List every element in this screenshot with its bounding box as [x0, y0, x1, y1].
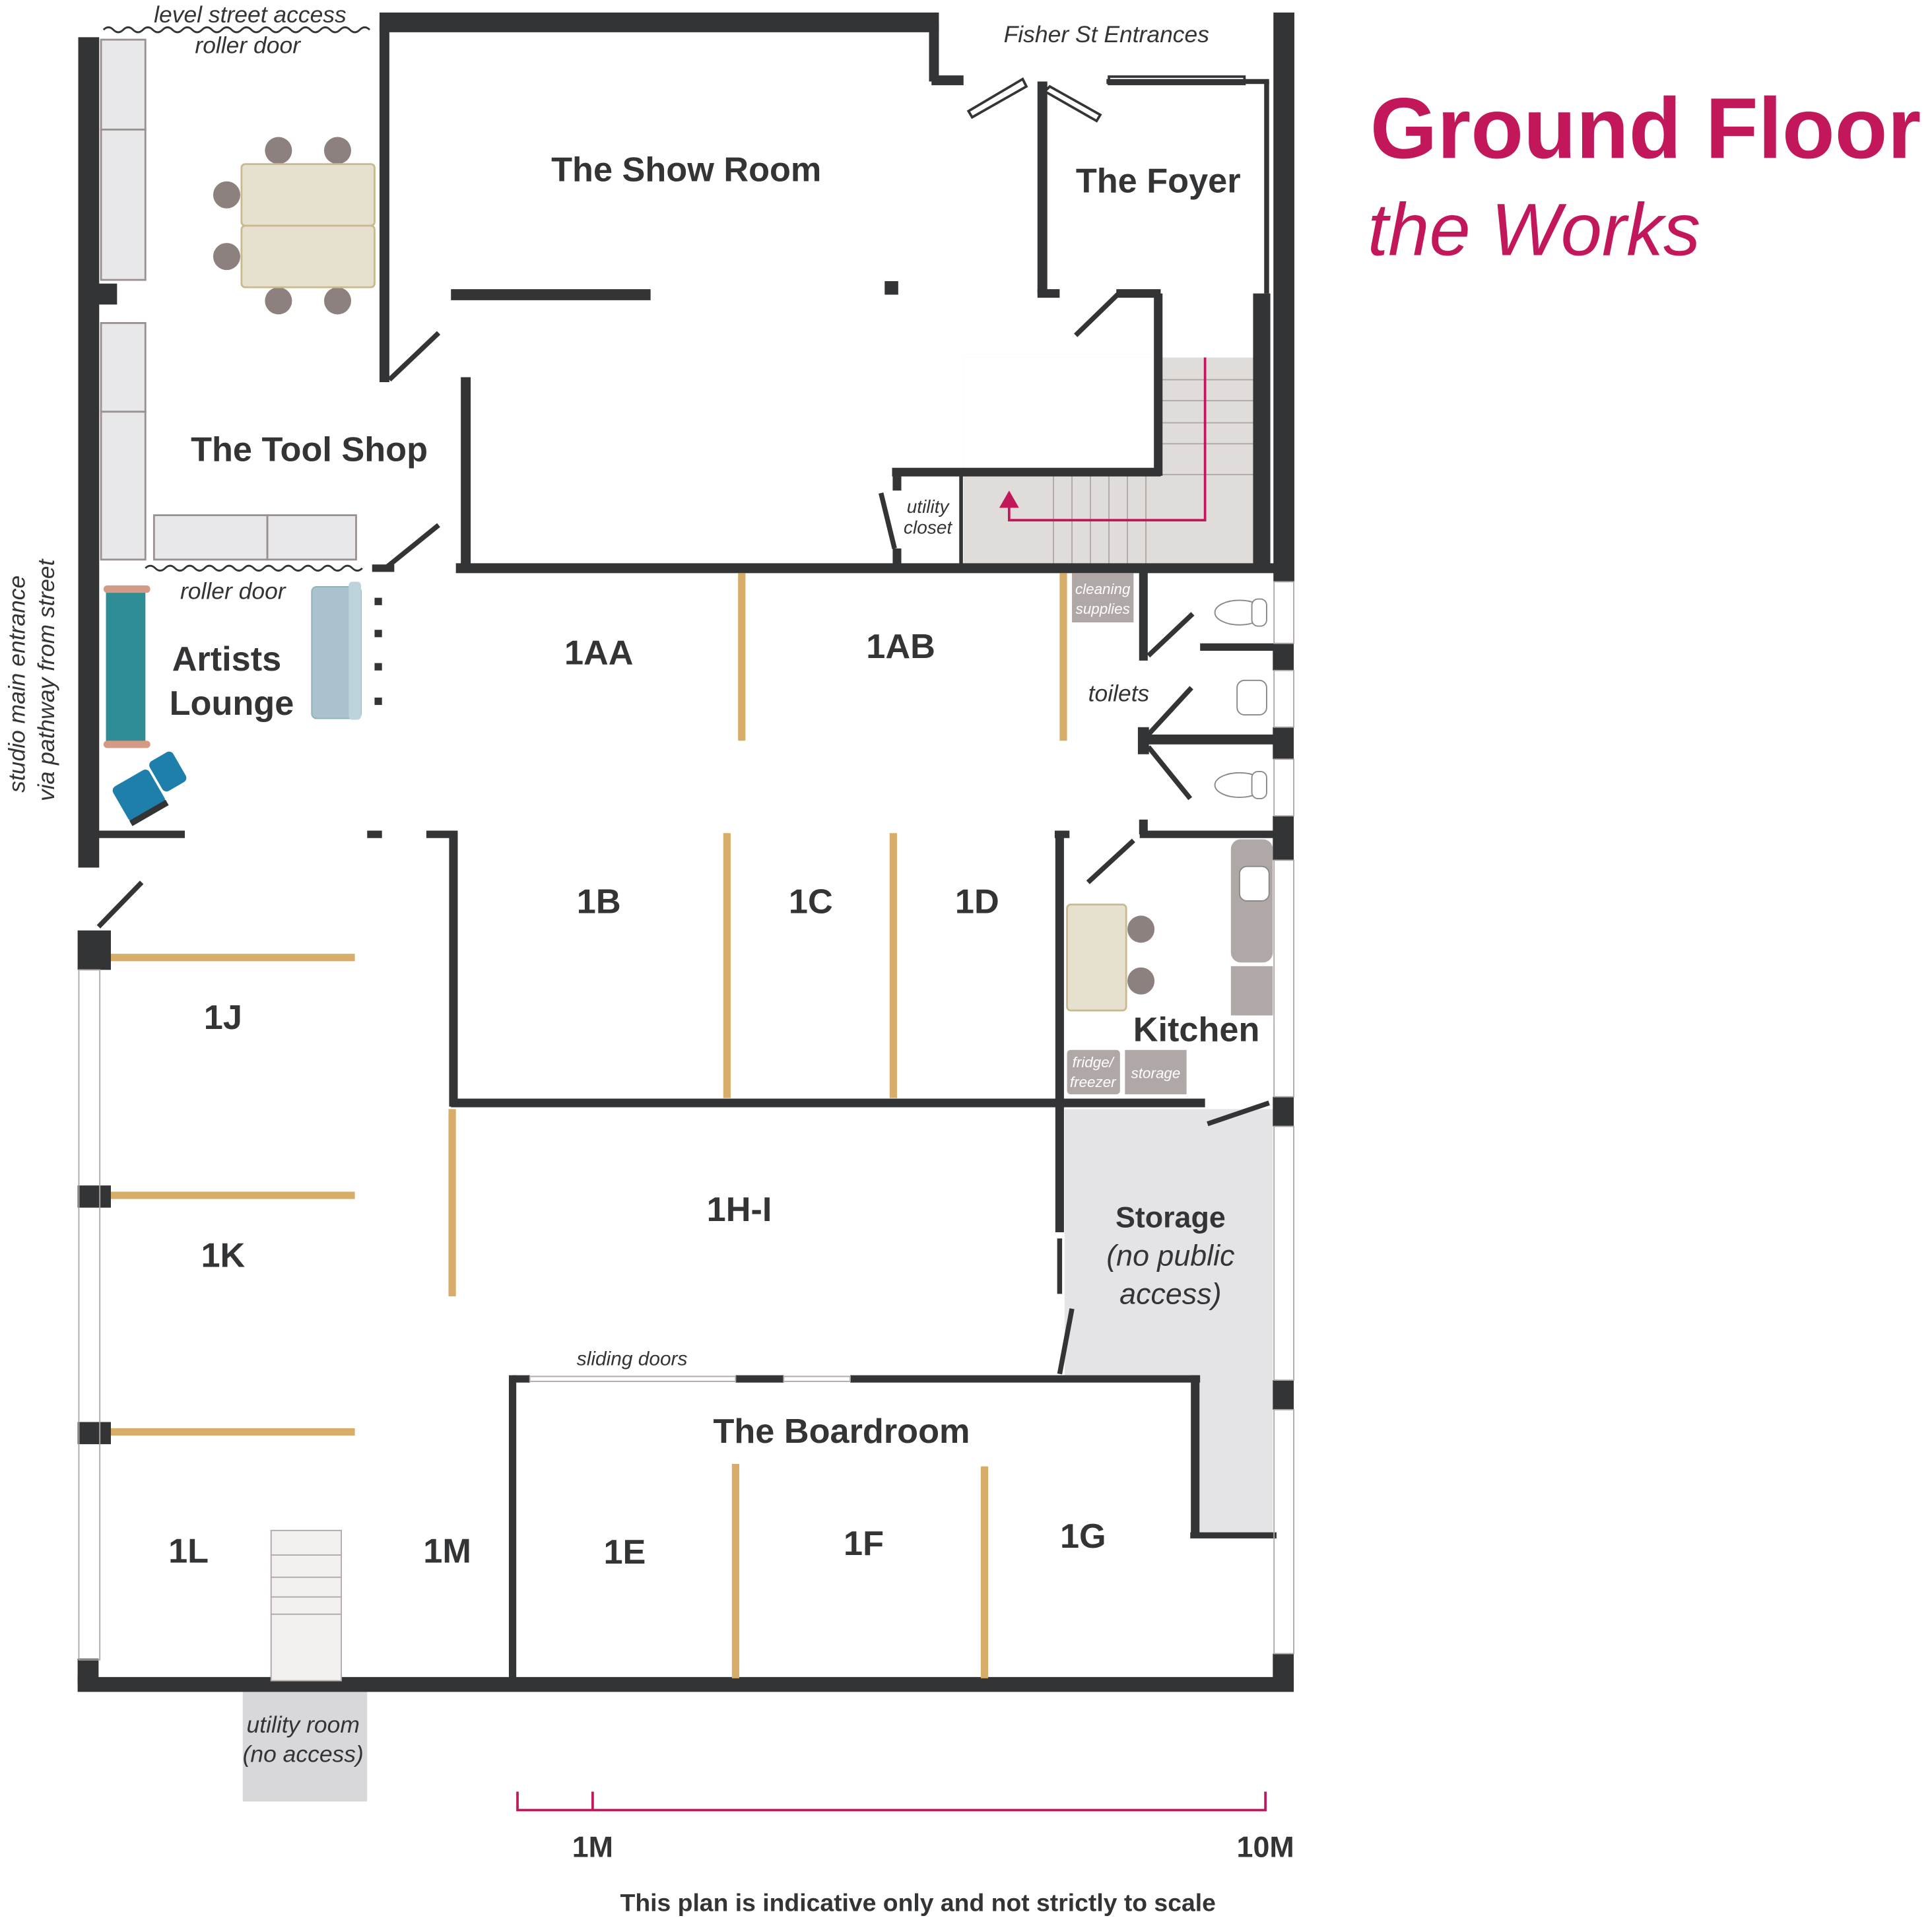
room-show-room: The Show Room [551, 151, 821, 189]
svg-text:(no public: (no public [1106, 1239, 1234, 1272]
room-1AA: 1AA [564, 634, 634, 672]
windows [78, 75, 1294, 1661]
walls [77, 13, 1294, 1692]
room-1B: 1B [577, 883, 621, 921]
scale-10m-label: 10M [1237, 1830, 1294, 1863]
room-kitchen: Kitchen [1133, 1011, 1260, 1049]
note-toilets: toilets [1088, 680, 1150, 706]
room-foyer: The Foyer [1076, 162, 1241, 201]
utility-room-area [242, 1680, 368, 1802]
scale-bar [516, 1791, 1267, 1812]
note-fisher-st-entrances: Fisher St Entrances [1004, 21, 1209, 48]
note-utility-closet: utility [907, 496, 950, 517]
room-1E: 1E [603, 1533, 646, 1572]
label-storage: storage [1131, 1065, 1181, 1082]
svg-text:supplies: supplies [1076, 601, 1130, 617]
room-artists-lounge: Artists [172, 640, 282, 679]
scale-1m-label: 1M [572, 1830, 613, 1863]
room-1AB: 1AB [866, 628, 935, 666]
room-1K: 1K [201, 1236, 245, 1274]
entrance-doors[interactable] [966, 77, 1102, 123]
room-tool-shop: The Tool Shop [191, 430, 428, 469]
svg-text:(no access): (no access) [243, 1741, 364, 1768]
partitions [111, 573, 1067, 1678]
room-1G: 1G [1060, 1517, 1106, 1556]
note-roller-door-lounge: roller door [180, 578, 286, 605]
stair-direction-arrow [1007, 357, 1207, 521]
roller-door-lounge [145, 564, 363, 572]
room-1F: 1F [844, 1525, 884, 1563]
page-title: Ground Floor [1370, 80, 1921, 176]
room-1L: 1L [168, 1532, 209, 1570]
page-subtitle: the Works [1368, 189, 1700, 271]
disclaimer: This plan is indicative only and not str… [620, 1889, 1216, 1917]
svg-text:via pathway from street: via pathway from street [33, 558, 59, 801]
label-cleaning-supplies: cleaning [1075, 581, 1131, 597]
furniture [100, 38, 1273, 1682]
svg-text:access): access) [1119, 1277, 1221, 1310]
note-level-street-access: level street access [154, 1, 347, 28]
room-1H-I: 1H-I [707, 1191, 772, 1229]
room-1D: 1D [955, 883, 999, 921]
room-1C: 1C [789, 883, 833, 921]
storage-area [1064, 1109, 1273, 1533]
note-main-entrance: studio main entrance [3, 576, 30, 793]
roller-door-top [102, 26, 371, 34]
svg-text:Lounge: Lounge [170, 684, 294, 723]
room-1M: 1M [423, 1532, 471, 1570]
room-boardroom: The Boardroom [713, 1412, 970, 1451]
room-1J: 1J [204, 999, 242, 1037]
note-roller-door: roller door [195, 32, 301, 59]
label-fridge-freezer: fridge/ [1073, 1054, 1116, 1071]
note-sliding-doors: sliding doors [577, 1348, 688, 1370]
room-storage: Storage [1116, 1201, 1226, 1234]
svg-text:closet: closet [904, 517, 952, 538]
note-utility-room: utility room [247, 1711, 360, 1738]
sofa [106, 587, 146, 746]
svg-text:freezer: freezer [1070, 1074, 1117, 1090]
